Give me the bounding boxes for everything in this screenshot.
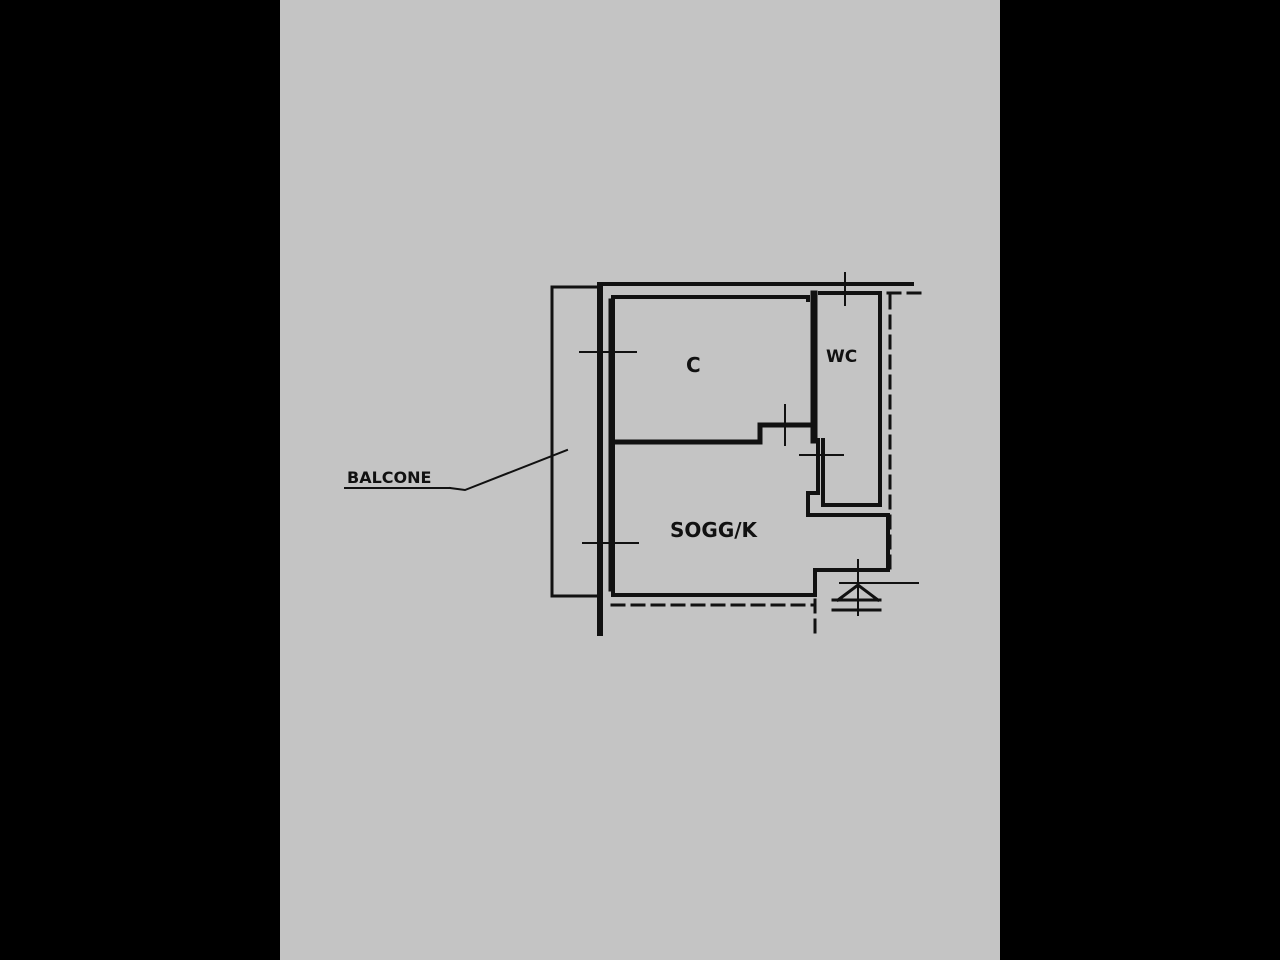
room-label-sogg-k: SOGG/K xyxy=(670,518,759,542)
balcony-leader xyxy=(448,448,569,492)
room-label-wc: WC xyxy=(826,347,857,367)
balcony-label: BALCONE xyxy=(347,468,431,487)
stair-symbol xyxy=(831,583,882,612)
room-label-c: C xyxy=(686,353,701,377)
balcony-outline xyxy=(550,285,602,598)
wc-walls xyxy=(818,291,882,507)
room-c-walls xyxy=(611,295,810,444)
divider-wall xyxy=(610,422,815,445)
living-kitchen-walls xyxy=(611,438,890,597)
